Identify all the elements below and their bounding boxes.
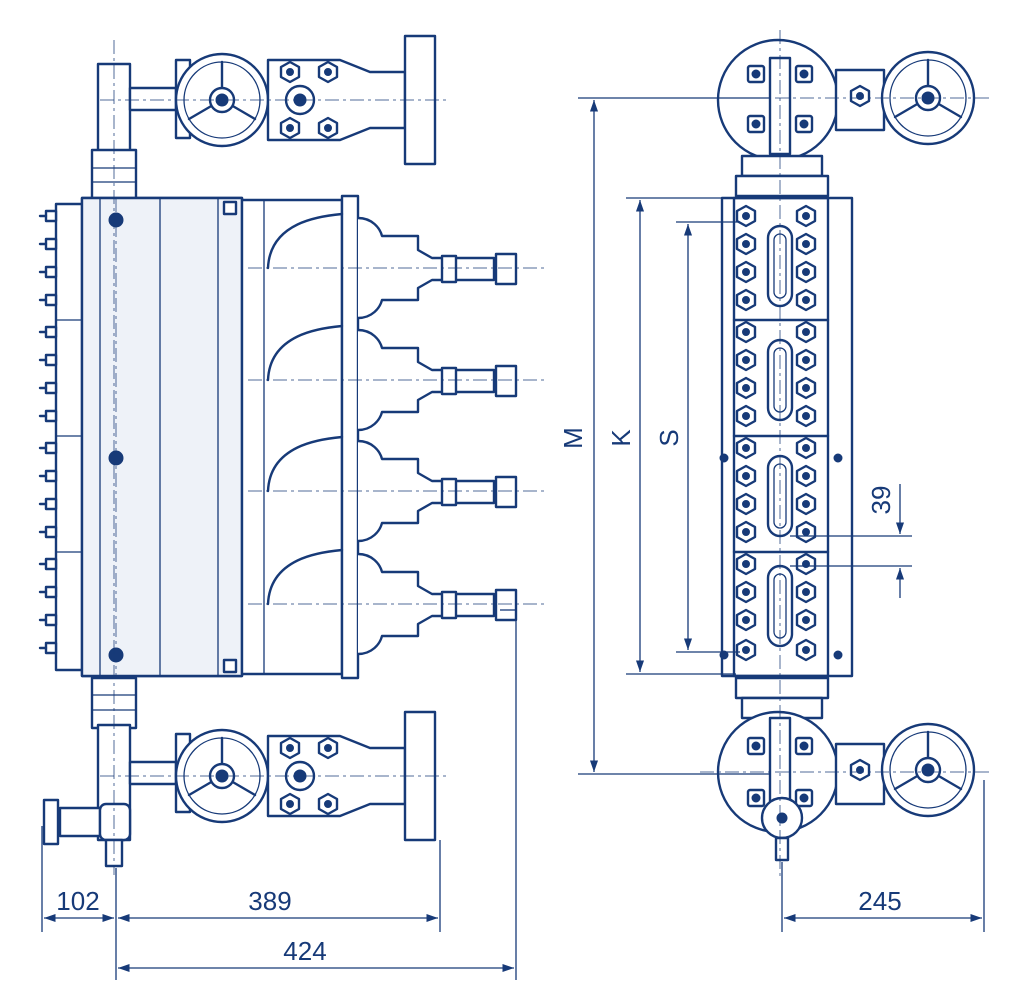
- lower-valve-front: [716, 676, 976, 862]
- dimension-lines: 102 389 424 245 M K S 39: [41, 97, 985, 980]
- front-view: [700, 30, 990, 880]
- side-view: [38, 34, 547, 875]
- dim-424: 424: [283, 936, 326, 966]
- dim-label-S: S: [654, 429, 684, 446]
- gauge-body: [38, 194, 360, 680]
- dim-39: 39: [866, 486, 896, 515]
- lamp-units: [246, 212, 547, 656]
- dim-102: 102: [56, 886, 99, 916]
- drain-valve: [42, 798, 132, 868]
- upper-valve-front: [716, 38, 976, 198]
- dim-label-K: K: [606, 429, 636, 447]
- dim-389: 389: [248, 886, 291, 916]
- gauge-front-body: [719, 196, 854, 678]
- dim-label-M: M: [558, 427, 588, 449]
- dim-245: 245: [858, 886, 901, 916]
